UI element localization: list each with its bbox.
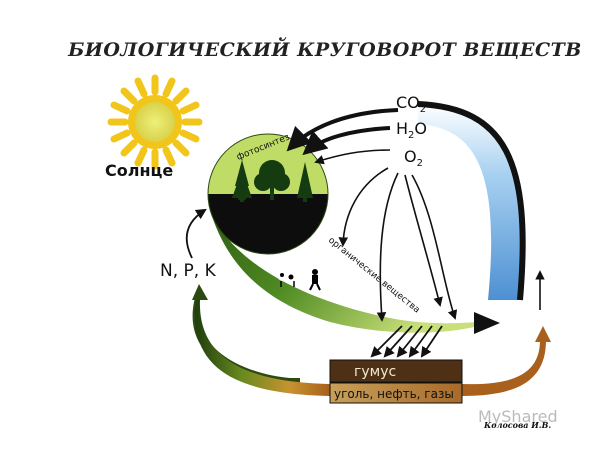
tree-icon: [297, 162, 313, 202]
sun-icon: [107, 74, 203, 170]
tree-icon: [232, 160, 252, 202]
diagram-title: БИОЛОГИЧЕСКИЙ КРУГОВОРОТ ВЕЩЕСТВ: [67, 37, 582, 61]
o2-label: O2: [404, 147, 423, 169]
organic-matter-label: органические вещества: [326, 236, 421, 316]
fossil-fuel-box: уголь, нефть, газы: [329, 382, 463, 404]
humus-box: гумус: [329, 359, 463, 383]
npk-label: N, P, K: [160, 261, 217, 281]
credit-text: Колосова И.В.: [483, 420, 551, 430]
tree-icon: [254, 160, 290, 200]
sun-label: Солнце: [105, 161, 173, 180]
decomposition-arrows: [370, 325, 443, 358]
watermark-text: MyShared: [478, 407, 558, 426]
h2o-label: H2O: [396, 119, 427, 141]
gas-arrows: [286, 108, 399, 156]
co2-label: CO2: [396, 93, 426, 115]
o2-arrows: [314, 149, 458, 322]
atmosphere-arc: [417, 101, 526, 301]
fossil-fuel-label: уголь, нефть, газы: [334, 387, 454, 401]
svg-text:H2O: H2O: [396, 119, 427, 141]
svg-text:O2: O2: [404, 147, 423, 169]
svg-text:CO2: CO2: [396, 93, 426, 115]
return-flow-arc: [195, 300, 330, 396]
ecosystem-circle: [207, 133, 329, 255]
animals-icon: [273, 269, 321, 291]
npk-to-circle-arrow: [185, 208, 207, 259]
humus-label: гумус: [354, 364, 396, 380]
organic-matter-flow: [210, 210, 478, 333]
